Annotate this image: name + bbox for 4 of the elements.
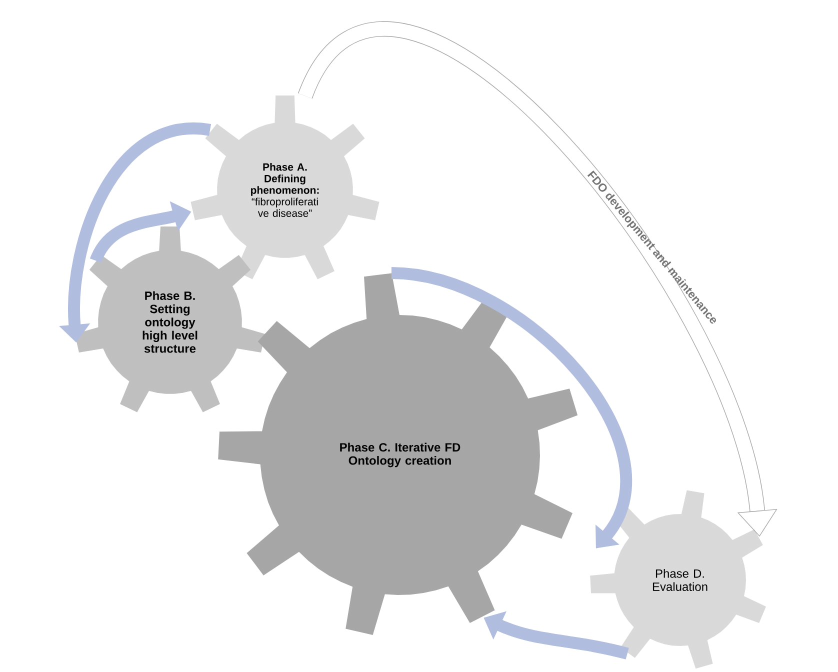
gear: Phase D. Evaluation [590, 490, 766, 669]
gear: Phase B. Setting ontology high level structure [74, 226, 266, 412]
gear: Phase C. Iterative FD Ontology creation [218, 273, 578, 635]
gear: Phase A. Defining phenomenon: “fibroproliferati ve disease” [190, 96, 380, 280]
